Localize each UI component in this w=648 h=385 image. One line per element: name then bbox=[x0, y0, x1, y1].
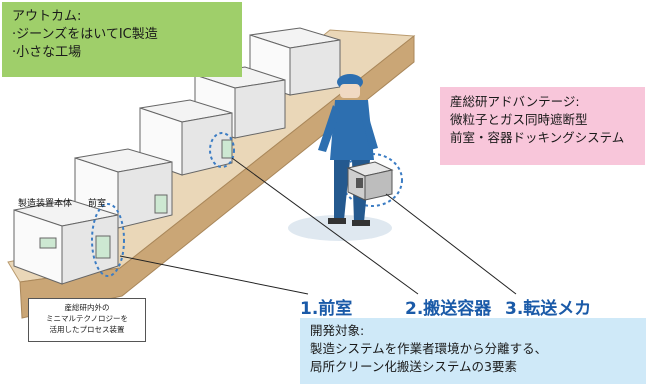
note-line-1: 産総研内外の bbox=[64, 303, 110, 312]
aist-line-1: 産総研アドバンテージ: bbox=[450, 94, 580, 109]
leader-line-container bbox=[231, 157, 419, 295]
table-front bbox=[19, 34, 415, 319]
target-line-3: 局所クリーン化搬送システムの3要素 bbox=[310, 359, 517, 374]
note-line-2: ミニマルテクノロジーを bbox=[45, 314, 129, 323]
aist-line-3: 前室・容器ドッキングシステム bbox=[450, 130, 625, 145]
unit-body-label: 製造装置本体 bbox=[18, 199, 73, 209]
outcome-title: アウトカム: bbox=[12, 9, 82, 24]
aist-advantage-box: 産総研アドバンテージ: 微粒子とガス同時遮断型 前室・容器ドッキングシステム bbox=[440, 87, 645, 165]
unit-1 bbox=[13, 199, 119, 285]
aist-line-2: 微粒子とガス同時遮断型 bbox=[450, 112, 588, 127]
target-line-2: 製造システムを作業者環境から分離する、 bbox=[310, 341, 548, 356]
port-highlight-circle bbox=[209, 132, 235, 168]
outcome-box: アウトカム: ·ジーンズをはいてIC製造 ·小さな工場 bbox=[2, 2, 242, 77]
anteroom-highlight-circle bbox=[91, 203, 125, 277]
anteroom-label: 前室 bbox=[88, 199, 107, 209]
note-line-3: 活用したプロセス装置 bbox=[49, 325, 125, 334]
item-3-transfer-label: 3.転送メカ bbox=[505, 299, 592, 319]
item-2-container-label: 2.搬送容器 bbox=[405, 299, 492, 319]
leader-line-transfer bbox=[385, 193, 517, 295]
outcome-line-2: ·小さな工場 bbox=[12, 45, 82, 60]
development-target-box: 開発対象: 製造システムを作業者環境から分離する、 局所クリーン化搬送システムの… bbox=[300, 318, 646, 384]
item-1-anteroom-label: 1.前室 bbox=[300, 299, 353, 319]
target-line-1: 開発対象: bbox=[310, 323, 365, 338]
transfer-container bbox=[346, 161, 394, 201]
leader-line-anteroom bbox=[119, 255, 309, 295]
outcome-line-1: ·ジーンズをはいてIC製造 bbox=[12, 27, 158, 42]
carrier-highlight-circle bbox=[341, 153, 403, 207]
worker-figure bbox=[318, 74, 378, 226]
unit-3 bbox=[74, 148, 173, 229]
process-equipment-note: 産総研内外の ミニマルテクノロジーを 活用したプロセス装置 bbox=[28, 298, 146, 342]
